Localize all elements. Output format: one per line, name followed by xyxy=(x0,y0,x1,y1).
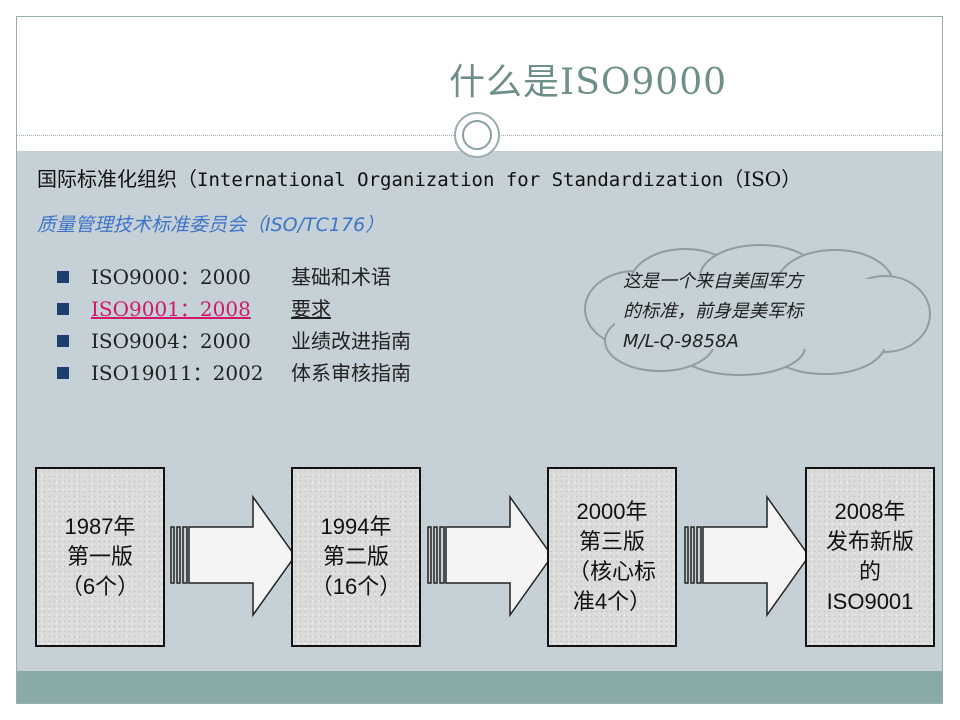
standard-item: ISO19011：2002 体系审核指南 xyxy=(57,357,411,389)
standard-code: ISO19011：2002 xyxy=(91,361,264,385)
standard-code: ISO9000：2000 xyxy=(91,265,251,289)
standards-list: ISO9000：2000 基础和术语 ISO9001：2008 要求 ISO90… xyxy=(57,261,411,389)
slide-title: 什么是ISO9000 xyxy=(449,62,728,103)
standard-code-link[interactable]: ISO9001：2008 xyxy=(91,297,251,321)
organization-line: 国际标准化组织（International Organization for S… xyxy=(37,163,801,192)
cloud-callout-icon xyxy=(584,244,931,376)
organization-prefix: 国际标准化组织（ xyxy=(37,167,197,191)
standard-desc: 要求 xyxy=(291,297,331,321)
square-bullet-icon xyxy=(57,367,69,379)
square-bullet-icon xyxy=(57,303,69,315)
organization-english: International Organization for Standardi… xyxy=(197,169,724,191)
circle-ornament-icon xyxy=(454,112,500,158)
square-bullet-icon xyxy=(57,335,69,347)
standard-item: ISO9000：2000 基础和术语 xyxy=(57,261,411,293)
timeline-text: 2000年 第三版 （核心标 准4个） xyxy=(567,499,656,614)
right-arrow-icon xyxy=(684,494,810,618)
timeline-box-2000: 2000年 第三版 （核心标 准4个） xyxy=(547,467,677,647)
timeline-text: 1994年 第二版 （16个） xyxy=(310,514,402,599)
committee-line: 质量管理技术标准委员会（ISO/TC176） xyxy=(37,214,385,236)
standard-desc: 业绩改进指南 xyxy=(291,329,411,353)
standard-desc: 基础和术语 xyxy=(291,265,391,289)
standard-code: ISO9004：2000 xyxy=(91,329,251,353)
callout-line: 这是一个来自美国军方 xyxy=(623,271,803,292)
square-bullet-icon xyxy=(57,271,69,283)
standard-item: ISO9001：2008 要求 xyxy=(57,293,411,325)
timeline-text: 1987年 第一版 （6个） xyxy=(60,514,140,599)
slide: 什么是ISO9000 国际标准化组织（International Organiz… xyxy=(16,16,943,704)
standard-item: ISO9004：2000 业绩改进指南 xyxy=(57,325,411,357)
standard-desc: 体系审核指南 xyxy=(291,361,411,385)
timeline-box-1994: 1994年 第二版 （16个） xyxy=(291,467,421,647)
right-arrow-icon xyxy=(427,494,553,618)
callout-text: 这是一个来自美国军方 的标准，前身是美军标 M/L-Q-9858A xyxy=(623,267,923,357)
callout-line: M/L-Q-9858A xyxy=(623,331,739,352)
callout-line: 的标准，前身是美军标 xyxy=(623,301,803,322)
timeline-text: 2008年 发布新版 的 ISO9001 xyxy=(825,499,914,614)
timeline-box-2008: 2008年 发布新版 的 ISO9001 xyxy=(805,467,935,647)
footer-band xyxy=(17,671,942,703)
timeline-box-1987: 1987年 第一版 （6个） xyxy=(35,467,165,647)
right-arrow-icon xyxy=(170,494,296,618)
organization-suffix: （ISO） xyxy=(723,167,802,191)
